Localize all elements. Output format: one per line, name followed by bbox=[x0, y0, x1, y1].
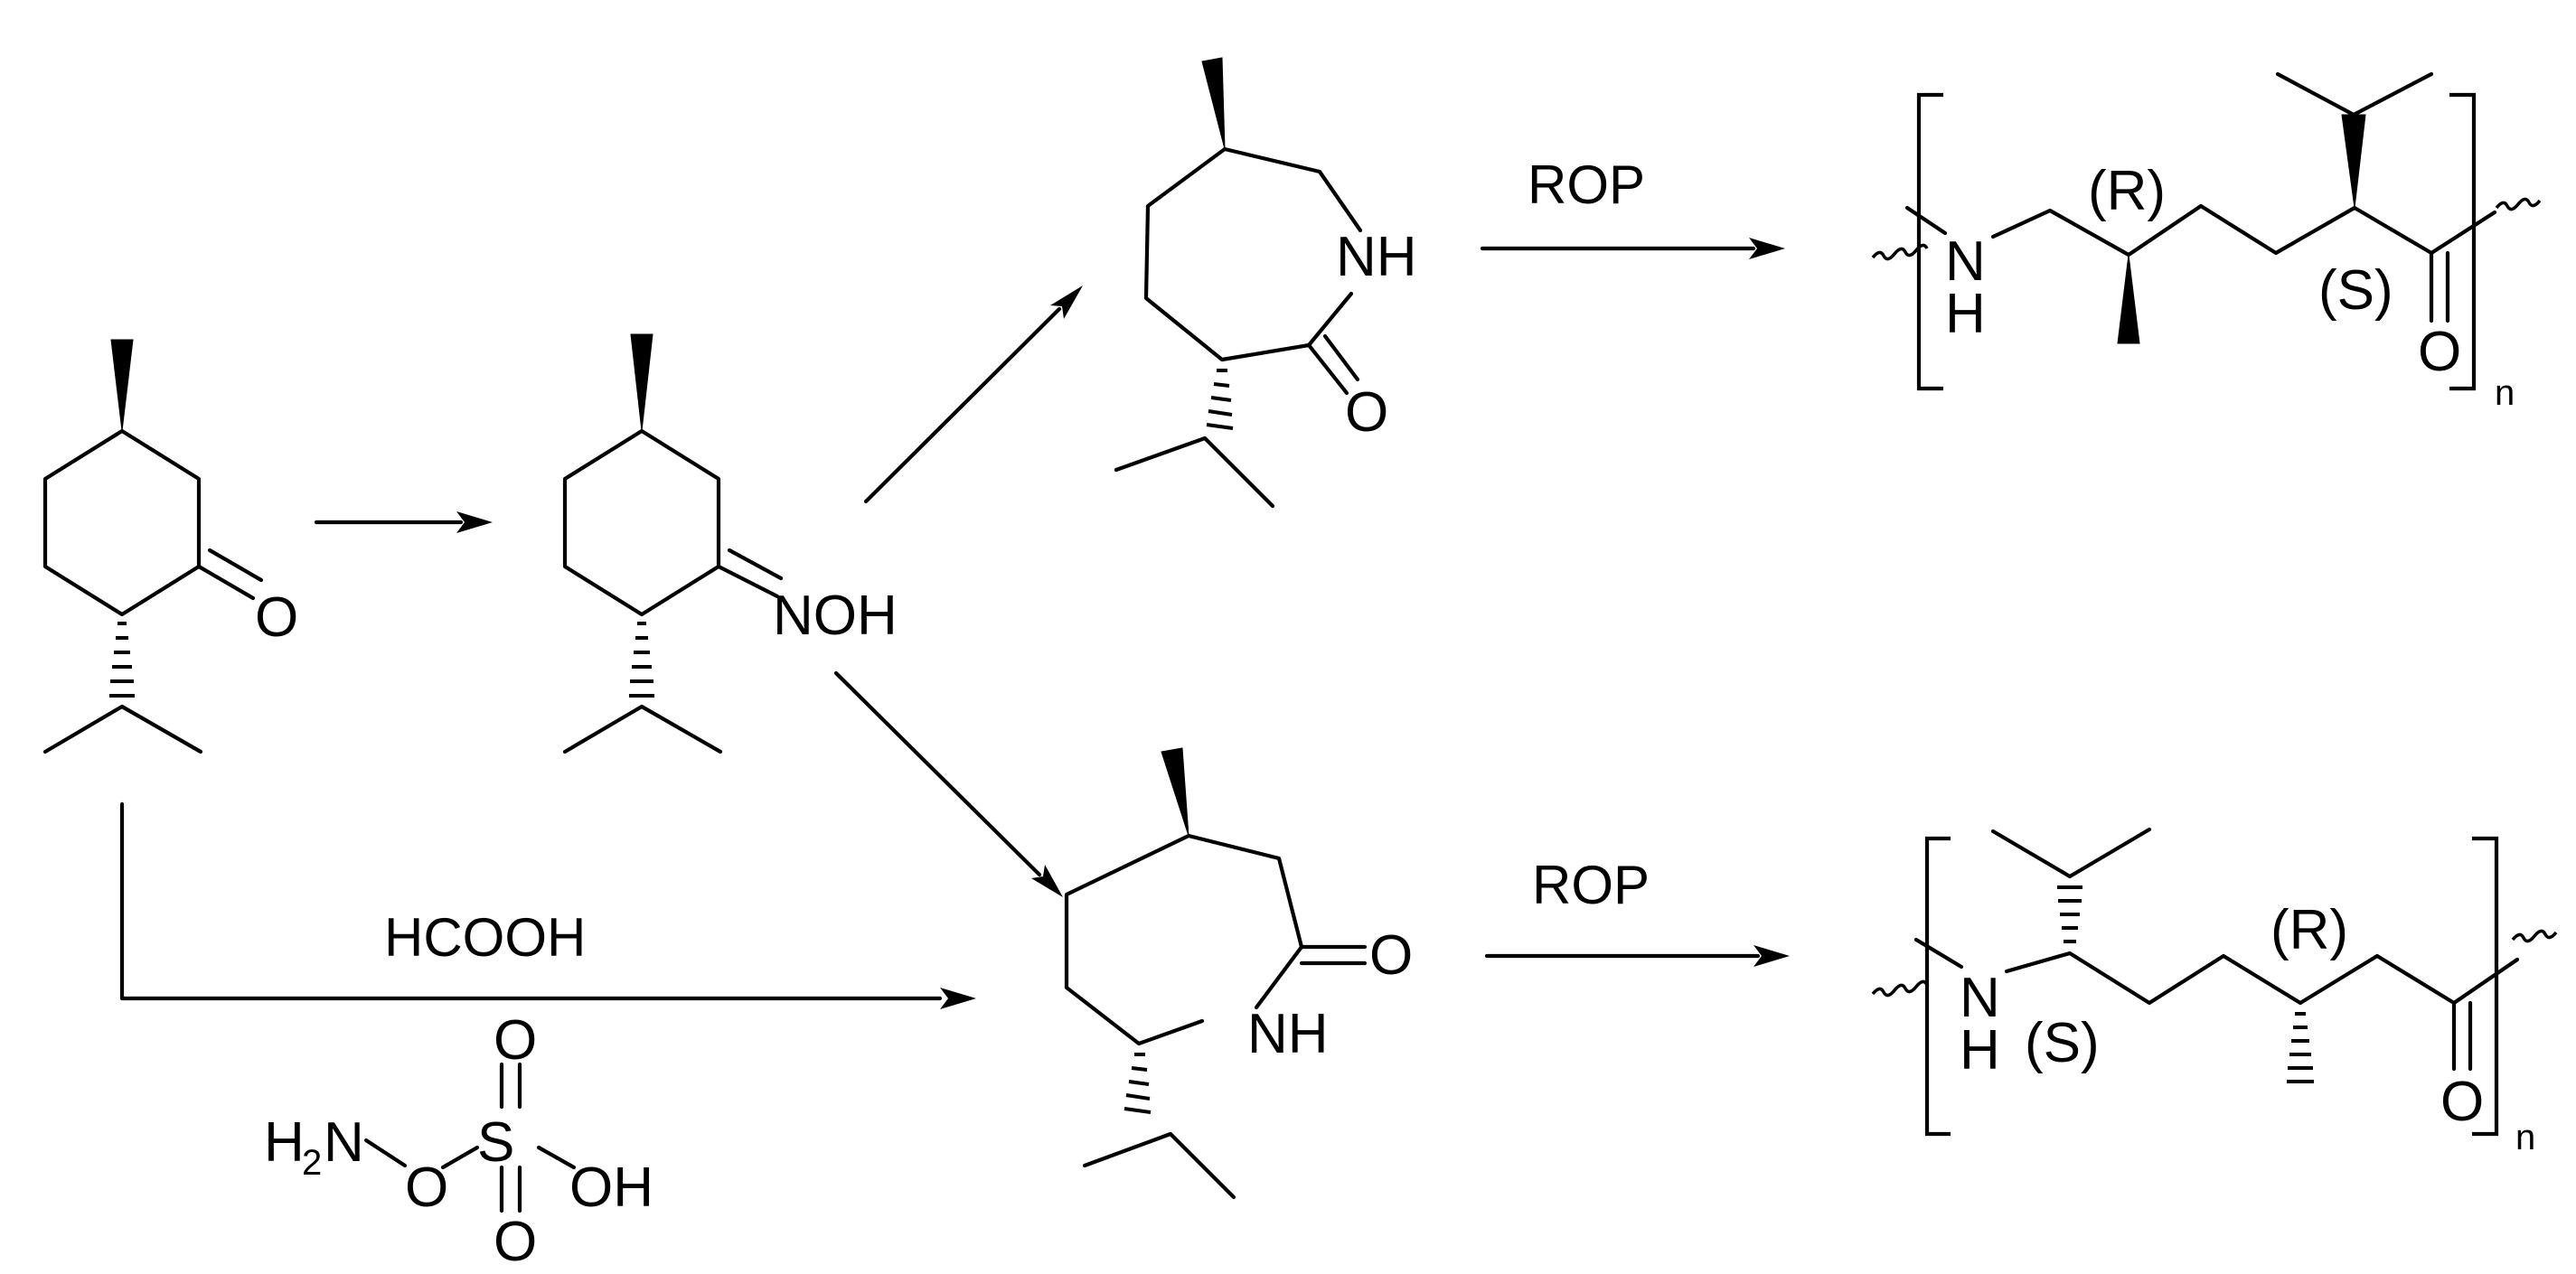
oxime-noh: NOH bbox=[773, 585, 898, 647]
rop-label-2: ROP bbox=[1532, 855, 1650, 915]
lactam-1-nh: NH bbox=[1336, 226, 1417, 288]
polymer-2-oxygen: O bbox=[2440, 1071, 2484, 1133]
hosa-oh: OH bbox=[569, 1157, 653, 1219]
ketone-oxygen: O bbox=[255, 586, 298, 649]
polymer-1-n: N bbox=[1945, 230, 1986, 293]
polymer-2-s-label: (S) bbox=[2025, 1012, 2100, 1074]
hosa-h: H bbox=[264, 1111, 305, 1174]
hosa-o-top: O bbox=[494, 1009, 537, 1072]
polymer-2-n: n bbox=[2515, 1118, 2535, 1157]
lactam-2-nh: NH bbox=[1247, 1003, 1329, 1065]
polymer-2-structure: n N H (S) (R) O bbox=[1871, 827, 2558, 1157]
arrow-to-lactam-1 bbox=[863, 286, 1083, 504]
hashed-bond bbox=[2287, 1012, 2314, 1083]
polymer-2-h: H bbox=[1960, 1019, 2000, 1082]
hashed-bond bbox=[109, 622, 135, 698]
hosa-n: N bbox=[324, 1111, 364, 1174]
hosa-s: S bbox=[477, 1111, 514, 1174]
arrow-to-lactam-2 bbox=[833, 670, 1063, 897]
menthone-structure: O bbox=[42, 339, 298, 754]
hosa-structure: H 2 N O S O O OH bbox=[264, 1009, 653, 1273]
polymer-1-oxygen: O bbox=[2418, 321, 2461, 383]
oxime-structure: NOH bbox=[562, 333, 898, 754]
hosa-subscript: 2 bbox=[302, 1143, 322, 1183]
polymer-1-structure: n N H (R) (S) O bbox=[1871, 71, 2542, 413]
lactam-2-oxygen: O bbox=[1369, 924, 1413, 987]
polymer-1-r-label: (R) bbox=[2088, 160, 2166, 222]
lactam-1-oxygen: O bbox=[1345, 381, 1388, 444]
lactam-2-structure: O NH bbox=[1064, 747, 1413, 1200]
hashed-bond bbox=[1206, 369, 1234, 430]
hashed-bond bbox=[629, 622, 654, 698]
polymer-1-h: H bbox=[1945, 283, 1986, 345]
hosa-o-bottom: O bbox=[494, 1211, 537, 1273]
rop-label-1: ROP bbox=[1528, 155, 1645, 215]
polymer-2-n: N bbox=[1960, 967, 2000, 1029]
rop-arrow-1: ROP bbox=[1480, 155, 1785, 259]
hashed-bond bbox=[2057, 885, 2082, 943]
hashed-bond bbox=[1123, 1053, 1152, 1114]
polymer-1-s-label: (S) bbox=[2318, 259, 2393, 322]
direct-route-arrow: HCOOH bbox=[119, 801, 976, 1009]
reagent-hcooh: HCOOH bbox=[384, 907, 586, 968]
polymer-2-r-label: (R) bbox=[2270, 899, 2348, 961]
arrow-to-oxime bbox=[314, 511, 493, 533]
lactam-1-structure: NH O bbox=[1114, 57, 1417, 509]
rop-arrow-2: ROP bbox=[1484, 855, 1790, 967]
polymer-1-n: n bbox=[2495, 373, 2515, 413]
